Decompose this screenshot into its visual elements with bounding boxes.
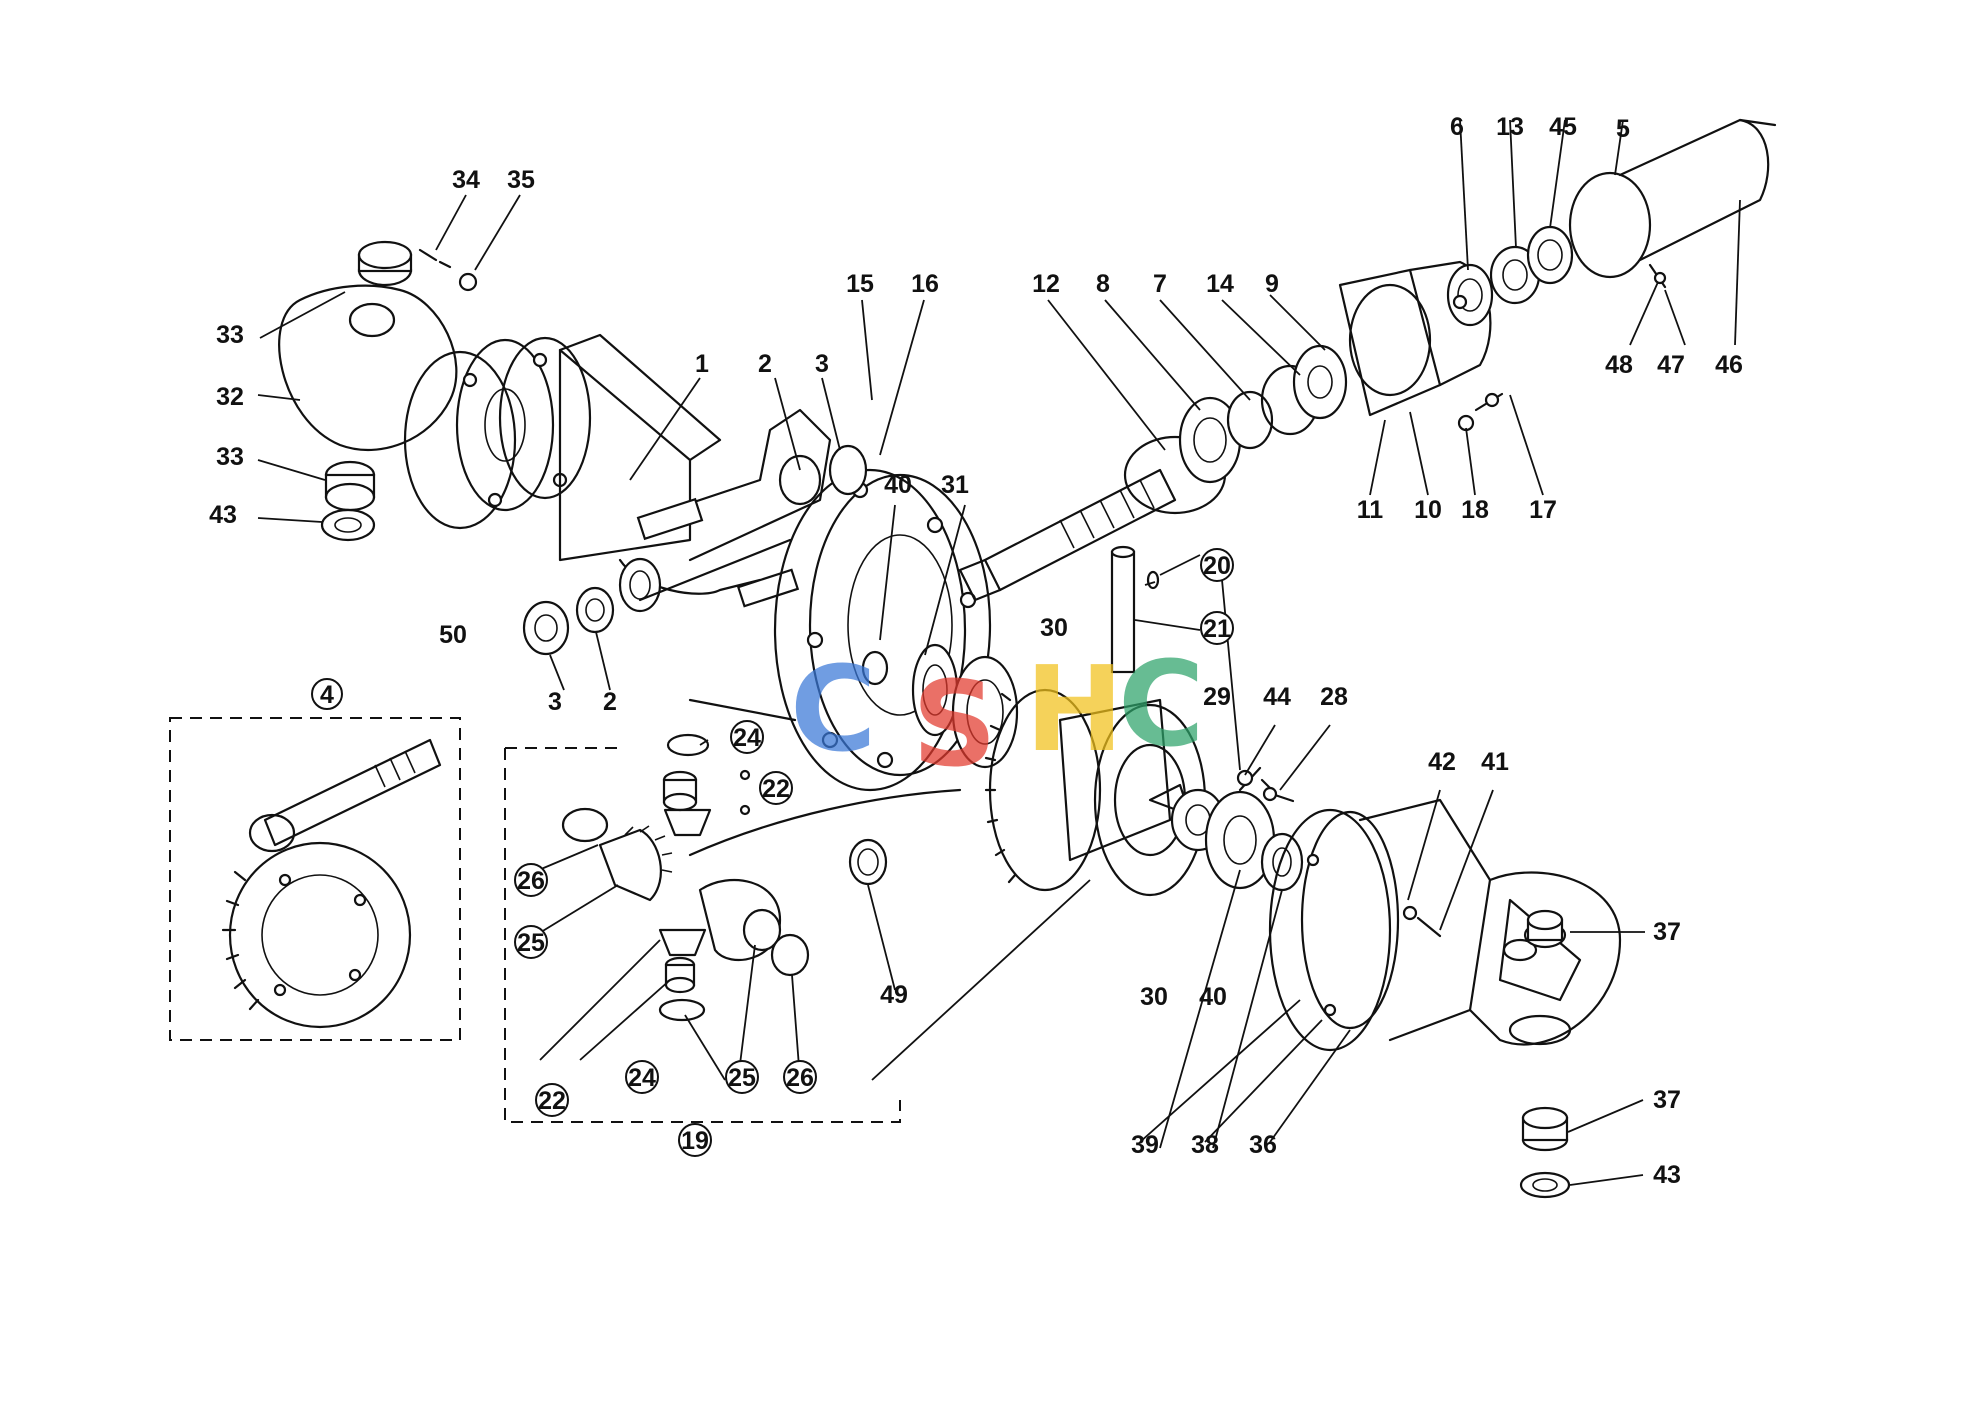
watermark-letter-2: S [912,655,997,793]
label-19: 19 [681,1127,709,1155]
label-31: 31 [941,471,969,499]
label-43: 43 [209,501,237,529]
left-housing-cap [278,240,478,542]
label-20: 20 [1203,552,1231,580]
label-28: 28 [1320,683,1348,711]
label-7: 7 [1153,270,1167,298]
label-35: 35 [507,166,535,194]
center-carrier [638,468,992,792]
label-43b: 43 [1653,1161,1681,1189]
label-39: 39 [1131,1131,1159,1159]
watermark-letter-3: H [1025,640,1124,778]
right-tube-end [1489,118,1777,305]
label-45: 45 [1549,113,1577,141]
label-18: 18 [1461,496,1489,524]
label-50: 50 [439,621,467,649]
label-17: 17 [1529,496,1557,524]
label-12: 12 [1032,270,1060,298]
differential-cage [984,688,1226,897]
label-30b: 30 [1140,983,1168,1011]
label-14: 14 [1206,270,1234,298]
label-3b: 3 [548,688,562,716]
watermark-logo: C S H C [790,635,1205,793]
right-differential-housing [1204,790,1622,1199]
label-11: 11 [1357,496,1384,524]
axle-housing [403,333,832,613]
label-32: 32 [216,383,244,411]
label-37b: 37 [1653,1086,1681,1114]
bolts [1236,392,1504,803]
label-36: 36 [1249,1131,1277,1159]
label-44: 44 [1263,683,1291,711]
label-48: 48 [1605,351,1633,379]
label-1: 1 [695,350,709,378]
label-6: 6 [1450,113,1464,141]
label-25: 25 [517,929,545,957]
label-2b: 2 [603,688,617,716]
label-13: 13 [1496,113,1524,141]
label-47: 47 [1657,351,1685,379]
label-16: 16 [911,270,939,298]
label-4: 4 [320,681,334,709]
label-10: 10 [1414,496,1442,524]
label-26: 26 [517,867,545,895]
label-22b: 22 [538,1087,566,1115]
watermark-letter-4: C [1118,635,1205,773]
ring-pinion-inset [169,717,461,1041]
label-3: 3 [815,350,829,378]
label-33b: 33 [216,443,244,471]
label-46: 46 [1715,351,1743,379]
label-24: 24 [733,724,761,752]
label-2: 2 [758,350,772,378]
label-40b: 40 [1199,983,1227,1011]
label-33: 33 [216,321,244,349]
label-21: 21 [1203,615,1231,643]
watermark-letter-1: C [790,640,877,778]
leader-lines [257,119,1741,1186]
label-30: 30 [1040,614,1068,642]
label-9: 9 [1265,270,1279,298]
label-22: 22 [762,775,790,803]
pinion-bearing-stack [1178,260,1494,484]
differential-gears-group [504,733,962,1123]
label-8: 8 [1096,270,1110,298]
seal-ring [848,838,888,886]
label-5: 5 [1616,115,1630,143]
label-38: 38 [1191,1131,1219,1159]
label-40: 40 [884,471,912,499]
label-26b: 26 [786,1064,814,1092]
label-37: 37 [1653,918,1681,946]
label-34: 34 [452,166,480,194]
label-42: 42 [1428,748,1456,776]
label-15: 15 [846,270,874,298]
label-41: 41 [1481,748,1509,776]
label-24b: 24 [628,1064,656,1092]
label-49: 49 [880,981,908,1009]
seal-ring-inner [857,848,879,876]
label-29: 29 [1203,683,1231,711]
inner-bearings [522,444,1019,769]
label-25b: 25 [728,1064,756,1092]
part-labels: 1 2 3 2 3 4 5 6 7 8 9 10 11 12 13 14 15 … [209,113,1743,1189]
